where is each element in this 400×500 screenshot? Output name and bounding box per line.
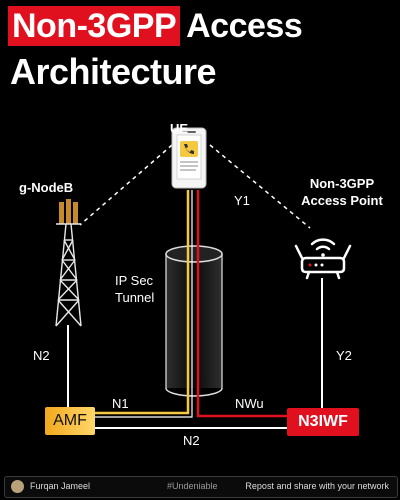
tunnel-label-line2: Tunnel bbox=[115, 290, 155, 305]
gnodeb-label: g-NodeB bbox=[19, 180, 74, 195]
phone-icon bbox=[171, 127, 207, 189]
ue-label: UE bbox=[170, 121, 189, 136]
author-name: Furqan Jameel bbox=[30, 481, 91, 491]
title-rest: Access bbox=[186, 7, 303, 45]
n2-bottom-label: N2 bbox=[183, 433, 200, 448]
y2-label: Y2 bbox=[336, 348, 352, 363]
title-line-1: Non-3GPP Access bbox=[8, 6, 303, 46]
link-ue-n3iwf-nwu bbox=[196, 190, 287, 418]
ap-label-line1: Non-3GPP bbox=[309, 176, 375, 191]
title-line-2: Architecture bbox=[10, 51, 217, 92]
cell-tower-icon bbox=[55, 199, 82, 327]
tunnel-label-line1: IP Sec bbox=[115, 273, 154, 288]
link-ue-amf-n1 bbox=[95, 190, 190, 415]
ap-label-line2: Access Point bbox=[301, 193, 383, 208]
amf-box: AMF bbox=[45, 407, 95, 435]
n3iwf-box: N3IWF bbox=[287, 408, 359, 436]
share-text: Repost and share with your network bbox=[245, 481, 389, 491]
avatar bbox=[11, 480, 24, 493]
wifi-router-icon bbox=[294, 238, 352, 280]
n1-label: N1 bbox=[112, 396, 129, 411]
n2-left-label: N2 bbox=[33, 348, 50, 363]
nwu-label: NWu bbox=[235, 396, 264, 411]
link-ue-gnodeb bbox=[79, 144, 173, 226]
footer-bar: Furqan Jameel #Undeniable Repost and sha… bbox=[4, 476, 398, 498]
link-ue-ap-y1 bbox=[209, 144, 311, 229]
hashtag: #Undeniable bbox=[167, 481, 218, 491]
y1-label: Y1 bbox=[234, 193, 250, 208]
ipsec-tunnel bbox=[165, 245, 223, 397]
title-highlight: Non-3GPP bbox=[8, 6, 181, 46]
